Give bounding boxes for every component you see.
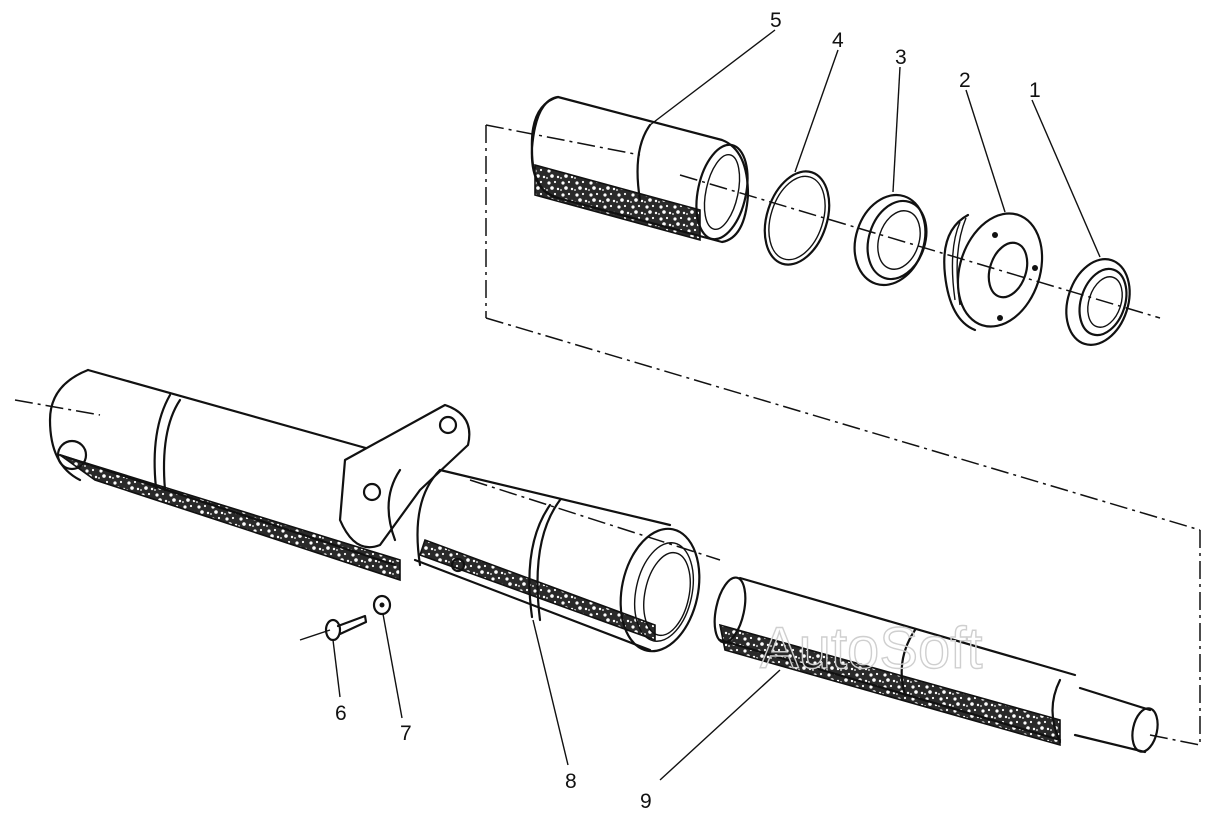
callout-label-3: 3 <box>895 46 907 69</box>
callout-label-5: 5 <box>770 9 782 32</box>
callout-label-9: 9 <box>640 790 652 813</box>
callout-label-8: 8 <box>565 770 577 793</box>
part-3-bushing <box>853 193 928 287</box>
part-6-screw <box>299 614 368 642</box>
axis-lines <box>14 124 1201 746</box>
part-2-threaded-nut <box>943 212 1044 332</box>
part-7-washer <box>372 594 392 616</box>
callout-label-1: 1 <box>1029 79 1041 102</box>
callout-label-7: 7 <box>400 722 412 745</box>
callout-label-6: 6 <box>335 702 347 725</box>
part-1-seal-ring <box>1065 258 1131 346</box>
part-4-ring <box>763 170 831 266</box>
leader-lines <box>332 29 1101 781</box>
part-8-cylinder <box>413 468 701 653</box>
part-5-sleeve <box>530 95 750 244</box>
watermark-text: AutoSoft <box>760 616 982 681</box>
callout-label-2: 2 <box>959 69 971 92</box>
callout-label-4: 4 <box>832 29 844 52</box>
main-housing <box>48 368 471 582</box>
callout-labels: 1 2 3 4 5 6 7 8 9 <box>335 9 1041 813</box>
part-9-piston-rod <box>713 576 1159 754</box>
